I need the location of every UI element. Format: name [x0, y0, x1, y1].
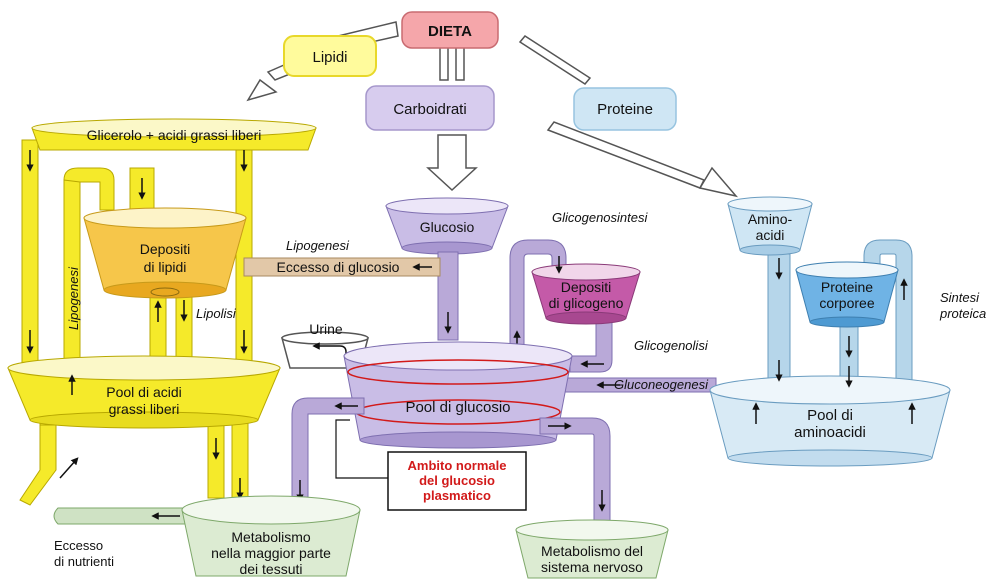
nervous-metabolism-label-1: Metabolismo del — [541, 543, 643, 559]
glucose-pool-label: Pool di glucosio — [405, 399, 510, 416]
glucose-basin: Glucosio — [385, 197, 509, 341]
amino-acid-pool-basin: Pool di aminoacidi — [709, 375, 951, 467]
normal-range-label-3: plasmatico — [423, 488, 491, 503]
glucose-excess-label: Eccesso di glucosio — [277, 259, 400, 275]
protein-synthesis-label-2: proteica — [939, 306, 986, 321]
glucose-excess-pipe: Eccesso di glucosio — [243, 257, 441, 277]
glycogen-deposit-basin: Depositi di glicogeno — [531, 263, 641, 325]
fatty-acid-pool-basin: Pool di acidi grassi liberi — [7, 355, 281, 429]
lipolysis-label: Lipolisi — [196, 306, 237, 321]
lipids-label: Lipidi — [312, 49, 347, 66]
lipid-pipes — [19, 139, 253, 506]
proteins-label: Proteine — [597, 101, 653, 118]
lipogenesis-vertical-label: Lipogenesi — [66, 266, 81, 330]
glycogen-deposit-label-2: di glicogeno — [549, 295, 624, 311]
tissue-metabolism-basin: Metabolismo nella maggior parte dei tess… — [181, 495, 361, 577]
lipid-flow-arrows — [26, 150, 248, 500]
lipid-deposit-label-2: di lipidi — [144, 259, 187, 275]
normal-range-callout: Ambito normale del glucosio plasmatico — [335, 419, 527, 511]
nervous-metabolism-basin: Metabolismo del sistema nervoso — [515, 519, 669, 579]
fatty-acid-pool-label-1: Pool di acidi — [106, 384, 182, 400]
urine-label: Urine — [309, 321, 343, 337]
amino-acid-pool-label-2: aminoacidi — [794, 424, 866, 441]
normal-range-label-1: Ambito normale — [408, 458, 507, 473]
body-protein-label-2: corporee — [819, 295, 874, 311]
glycogenolysis-label: Glicogenolisi — [634, 338, 709, 353]
lipids-box: Lipidi — [283, 35, 377, 77]
carbs-box: Carboidrati — [365, 85, 495, 131]
excess-nutrient-pipe — [53, 507, 191, 525]
diet-label: DIETA — [428, 23, 472, 40]
glucose-label: Glucosio — [420, 219, 475, 235]
amino-acid-pool-label-1: Pool di — [807, 407, 853, 424]
nervous-metabolism-label-2: sistema nervoso — [541, 559, 643, 575]
glycerol-basin: Glicerolo + acidi grassi liberi — [31, 118, 317, 151]
lipid-deposit-basin: Depositi di lipidi — [83, 207, 247, 299]
protein-synthesis-label-1: Sintesi — [940, 290, 980, 305]
amino-acid-label-2: acidi — [756, 227, 785, 243]
fatty-acid-pool-label-2: grassi liberi — [109, 401, 180, 417]
glucose-pool-basin: Pool di glucosio — [343, 341, 573, 449]
tissue-metabolism-label-1: Metabolismo — [231, 529, 311, 545]
amino-acid-label-1: Amino- — [748, 211, 793, 227]
body-protein-label-1: Proteine — [821, 279, 873, 295]
gluconeogenesis-label: Gluconeogenesi — [614, 377, 709, 392]
tissue-metabolism-label-3: dei tessuti — [239, 561, 302, 577]
urine-cup: Urine — [281, 321, 369, 369]
lipid-deposit-label-1: Depositi — [140, 241, 191, 257]
glycogen-synthesis-label: Glicogenosintesi — [552, 210, 648, 225]
normal-range-label-2: del glucosio — [419, 473, 495, 488]
tissue-metabolism-label-2: nella maggior parte — [211, 545, 331, 561]
glycerol-label: Glicerolo + acidi grassi liberi — [87, 127, 262, 143]
body-protein-basin: Proteine corporee — [795, 261, 899, 328]
excess-nutrients-label-2: di nutrienti — [54, 554, 114, 569]
amino-acid-basin: Amino- acidi — [727, 196, 813, 256]
diet-box: DIETA — [401, 11, 499, 49]
proteins-box: Proteine — [573, 87, 677, 131]
protein-flow-arrows — [752, 258, 916, 424]
carbs-label: Carboidrati — [393, 101, 466, 118]
excess-nutrients-label-1: Eccesso — [54, 538, 103, 553]
carb-lipogenesis-label: Lipogenesi — [286, 238, 350, 253]
glucose-out-arrows — [296, 402, 606, 512]
glycogen-deposit-label-1: Depositi — [561, 279, 612, 295]
